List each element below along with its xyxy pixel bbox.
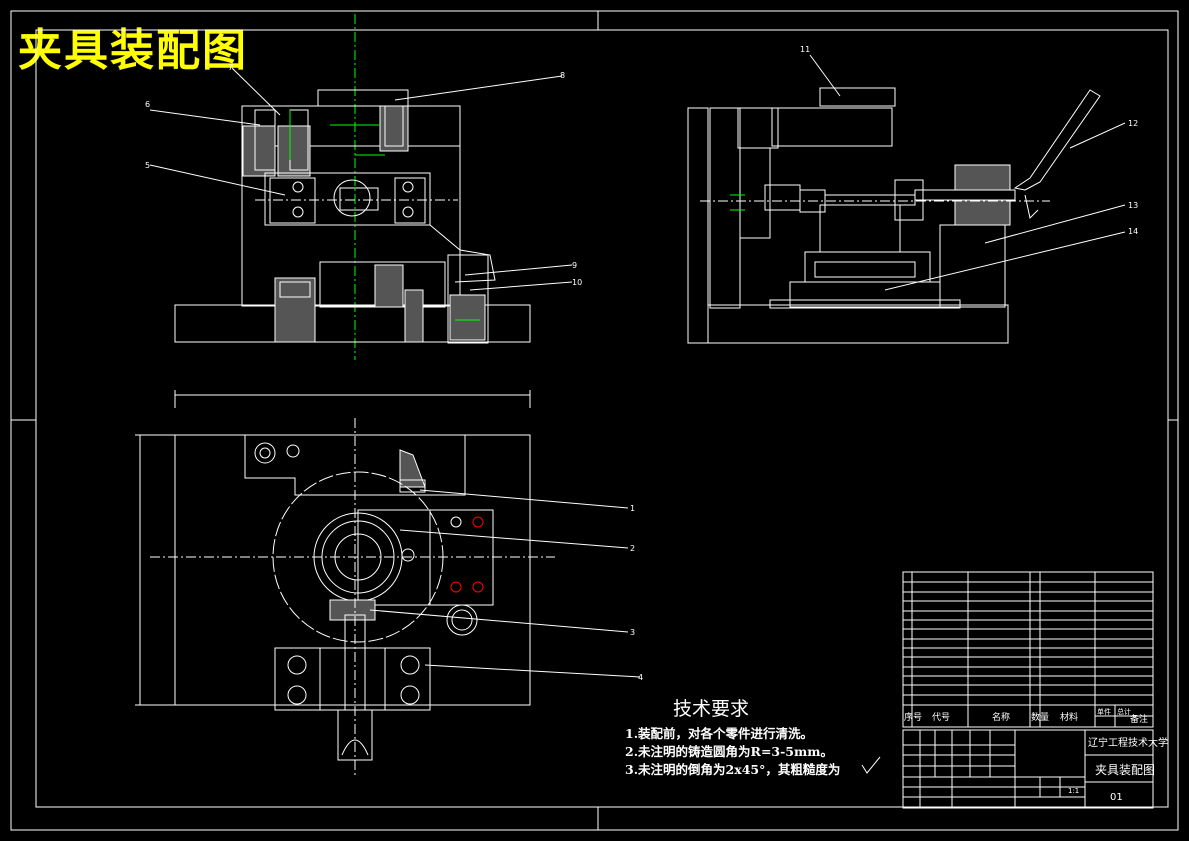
- top-view: [149, 14, 573, 360]
- balloon-3: 3: [630, 628, 635, 637]
- balloon-8: 8: [560, 71, 565, 80]
- balloon-7: 7: [228, 63, 233, 72]
- balloon-4: 4: [638, 673, 643, 682]
- drawing-name: 夹具装配图: [1095, 763, 1155, 777]
- col-header-qty: 数量: [1031, 711, 1049, 723]
- parts-list-headers: 序号 代号 名称 数量 材料 单件 总计 备注: [904, 707, 1148, 725]
- balloon-10: 10: [572, 278, 582, 287]
- parts-list-table: [902, 571, 1154, 728]
- drawing-scale: 1:1: [1068, 787, 1079, 795]
- balloon-5: 5: [145, 161, 150, 170]
- balloon-2: 2: [630, 544, 635, 553]
- school-name: 辽宁工程技术大学: [1088, 736, 1168, 749]
- tech-item-3: 3.未注明的倒角为2x45°，其粗糙度为: [625, 762, 841, 777]
- side-view: [687, 54, 1126, 344]
- col-header-total: 总计: [1117, 707, 1131, 716]
- drawing-title: 夹具装配图: [18, 25, 248, 76]
- tech-heading: 技术要求: [673, 698, 750, 720]
- title-block: [902, 729, 1154, 809]
- balloon-6: 6: [145, 100, 150, 109]
- col-header-name: 名称: [992, 711, 1010, 723]
- tech-item-2: 2.未注明的铸造圆角为R=3-5mm。: [625, 744, 833, 759]
- front-view: [135, 390, 641, 775]
- col-header-remark: 备注: [1130, 713, 1148, 725]
- sheet-frame: [10, 10, 1179, 831]
- technical-requirements: 技术要求 1.装配前，对各个零件进行清洗。 2.未注明的铸造圆角为R=3-5mm…: [625, 694, 840, 779]
- col-header-code: 代号: [932, 712, 950, 723]
- drawing-number: 01: [1110, 792, 1123, 803]
- col-header-unit: 单件: [1097, 707, 1111, 716]
- balloon-11: 11: [800, 45, 810, 54]
- balloon-12: 12: [1128, 119, 1138, 128]
- balloon-13: 13: [1128, 201, 1138, 210]
- balloon-14: 14: [1128, 227, 1138, 236]
- title-block-text: 辽宁工程技术大学 夹具装配图 01 1:1: [1068, 736, 1168, 803]
- tech-item-1: 1.装配前，对各个零件进行清洗。: [625, 726, 814, 741]
- roughness-symbol: [861, 756, 881, 774]
- col-header-material: 材料: [1060, 711, 1078, 723]
- col-header-no: 序号: [904, 711, 922, 723]
- balloon-9: 9: [572, 261, 577, 270]
- balloon-labels: 1 2 3 4 5 6 7 8 9 10 11 12 13 14: [145, 45, 1138, 682]
- balloon-1: 1: [630, 504, 635, 513]
